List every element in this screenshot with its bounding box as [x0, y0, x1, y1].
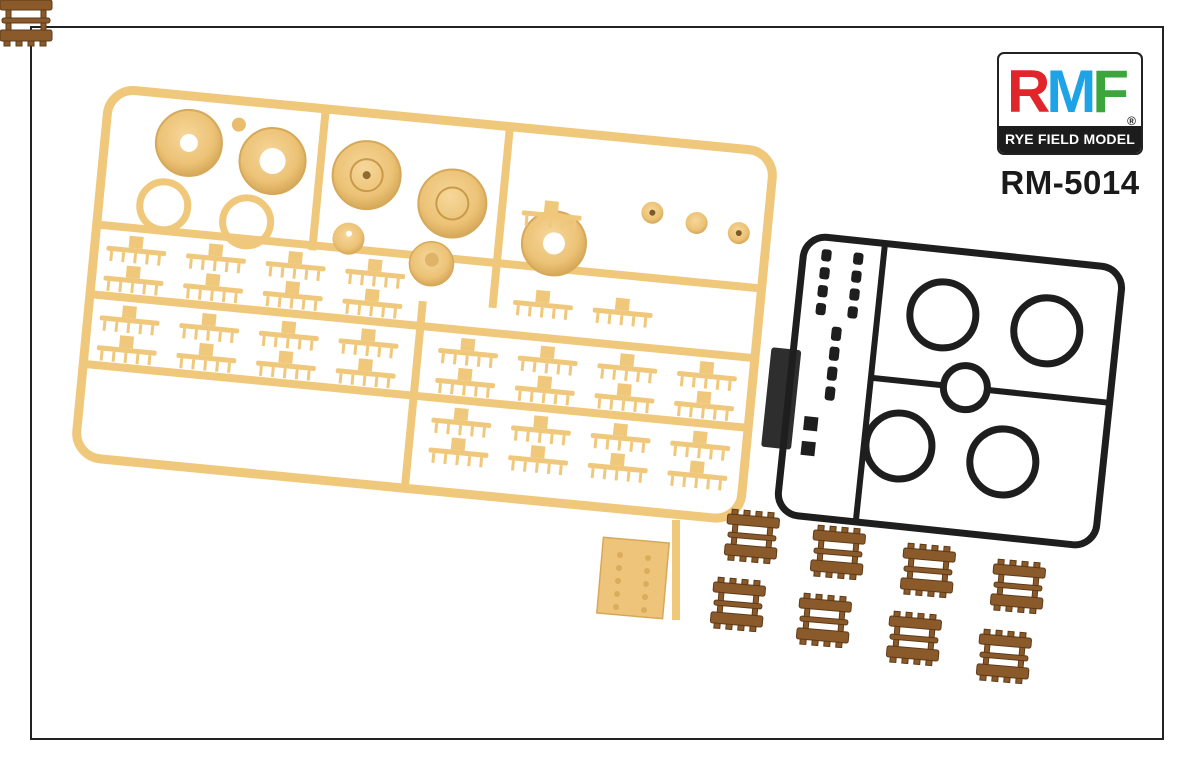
track-links	[0, 0, 1047, 685]
brand-logo: R M F ® RYE FIELD MODEL	[997, 52, 1143, 155]
tan-sprue-plate	[596, 520, 680, 620]
logo-letters: R M F	[1007, 60, 1135, 124]
black-sprue	[761, 233, 1126, 549]
logo-letter-m: M	[1046, 58, 1096, 125]
logo-letter-r: R	[1007, 58, 1050, 125]
logo-letter-f: F	[1092, 58, 1129, 125]
brand-name: RYE FIELD MODEL	[999, 126, 1141, 153]
tan-sprue	[72, 85, 777, 523]
product-code: RM-5014	[1000, 164, 1140, 201]
registered-mark-icon: ®	[1127, 114, 1136, 128]
